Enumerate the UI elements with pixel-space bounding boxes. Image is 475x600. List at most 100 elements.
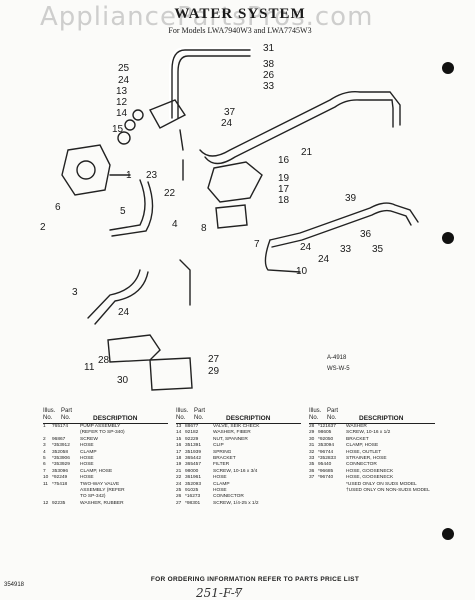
illus-no: 19 bbox=[176, 462, 182, 468]
parts-column-header: Illus. Part No. No. DESCRIPTION bbox=[176, 408, 301, 424]
callout-24d: 24 bbox=[318, 254, 330, 265]
illus-no: 21 bbox=[176, 468, 182, 474]
part-no: *353906 bbox=[52, 456, 70, 462]
parts-column-header: Illus. Part No. No. DESCRIPTION bbox=[309, 408, 435, 424]
part-no: *98301 bbox=[185, 500, 201, 506]
part-no: 351391 bbox=[185, 443, 202, 449]
hose-gooseneck-36-drawing bbox=[269, 202, 419, 241]
callout-3: 3 bbox=[72, 287, 78, 298]
hose-25-outline bbox=[171, 49, 251, 119]
part-description: HOSE bbox=[80, 443, 94, 449]
callout-25: 25 bbox=[118, 63, 130, 74]
part-description: HOSE bbox=[213, 488, 227, 494]
hose-25-drawing bbox=[169, 47, 253, 121]
part-no bbox=[318, 488, 346, 494]
illus-no bbox=[309, 488, 318, 494]
part-description: HOSE bbox=[213, 475, 227, 481]
hose-22-drawing bbox=[179, 259, 191, 306]
callout-35: 35 bbox=[372, 244, 384, 255]
part-no: 91025 bbox=[185, 488, 199, 494]
illus-no: 11 bbox=[43, 481, 48, 487]
callout-7: 7 bbox=[254, 239, 260, 250]
exploded-diagram: 31 25 24 13 12 14 15 38 26 33 37 24 21 1… bbox=[40, 43, 419, 391]
part-description: HOSE bbox=[80, 456, 94, 462]
part-description: SCREW bbox=[80, 436, 98, 442]
illus-no: 35 bbox=[309, 462, 315, 468]
illus-no: 10 bbox=[43, 475, 49, 481]
illus-no: 13 bbox=[176, 424, 182, 429]
part-no: 92182 bbox=[185, 430, 199, 436]
part-description: CLAMP, HOSE bbox=[80, 468, 113, 474]
part-no: *353912 bbox=[52, 443, 70, 449]
part-no: 98605 bbox=[318, 430, 332, 436]
part-description: VALVE, SEIK CHECK bbox=[213, 424, 260, 429]
part-description: CONNECTOR bbox=[213, 494, 244, 500]
callout-33b: 33 bbox=[340, 244, 352, 255]
callout-24b: 24 bbox=[221, 118, 233, 129]
part-description: *USED ONLY ON SUDS MODEL bbox=[346, 481, 417, 487]
part-no: 352093 bbox=[185, 481, 202, 487]
part-description: HOSE, GOOSENECK bbox=[346, 468, 394, 474]
header-part: Part bbox=[61, 408, 73, 414]
header-description: DESCRIPTION bbox=[226, 415, 271, 422]
part-description: HOSE bbox=[80, 475, 94, 481]
hose-5-drawing bbox=[109, 179, 146, 231]
header-no: No. bbox=[43, 415, 53, 421]
illus-no: 18 bbox=[176, 456, 182, 462]
part-description: SCREW, 10-16 x 1/2 bbox=[346, 430, 391, 436]
part-no: *96744 bbox=[318, 449, 334, 455]
part-description: FILTER bbox=[213, 462, 230, 468]
binder-hole-top bbox=[442, 62, 454, 74]
part-description: TWO-WAY VALVE bbox=[80, 481, 120, 487]
part-no: 95440 bbox=[318, 462, 332, 468]
parts-column-3: Illus. Part No. No. DESCRIPTION 28*12163… bbox=[309, 408, 435, 494]
callout-4: 4 bbox=[172, 219, 178, 230]
part-description: WASHER bbox=[346, 424, 367, 429]
illus-no: 30 bbox=[309, 436, 315, 442]
part-no: *92050 bbox=[318, 436, 334, 442]
header-illus: Illus. bbox=[176, 408, 189, 414]
callout-37: 37 bbox=[224, 107, 236, 118]
part-description: NUT, SPANNER bbox=[213, 436, 248, 442]
header-illus: Illus. bbox=[43, 408, 56, 414]
part-no: 352058 bbox=[52, 449, 69, 455]
illus-no: 36 bbox=[309, 468, 315, 474]
illus-no: 15 bbox=[176, 436, 182, 442]
header-illus: Illus. bbox=[309, 408, 322, 414]
illus-no: 28 bbox=[309, 424, 315, 429]
callout-28: 28 bbox=[98, 355, 110, 366]
hose-33-drawing bbox=[199, 90, 401, 157]
part-no: 365442 bbox=[185, 456, 202, 462]
part-description: BRACKET bbox=[213, 456, 236, 462]
inlet-valve-drawing bbox=[149, 99, 187, 129]
table-row: *USED ONLY ON SUDS MODEL bbox=[309, 482, 435, 488]
filter-19-drawing bbox=[207, 161, 263, 203]
table-row: (REFER TO SP-340) bbox=[43, 430, 168, 436]
header-part: Part bbox=[327, 408, 339, 414]
illus-no: 14 bbox=[176, 430, 182, 436]
part-no: 88677 bbox=[185, 424, 199, 429]
header-part-no: No. bbox=[61, 415, 71, 421]
illus-no: 1 bbox=[43, 424, 46, 429]
part-description: †USED ONLY ON NON-SUDS MODEL bbox=[346, 488, 430, 494]
part-no: 351939 bbox=[185, 449, 202, 455]
illus-no: 37 bbox=[309, 475, 315, 481]
callout-27: 27 bbox=[208, 354, 220, 365]
callout-5: 5 bbox=[120, 206, 126, 217]
